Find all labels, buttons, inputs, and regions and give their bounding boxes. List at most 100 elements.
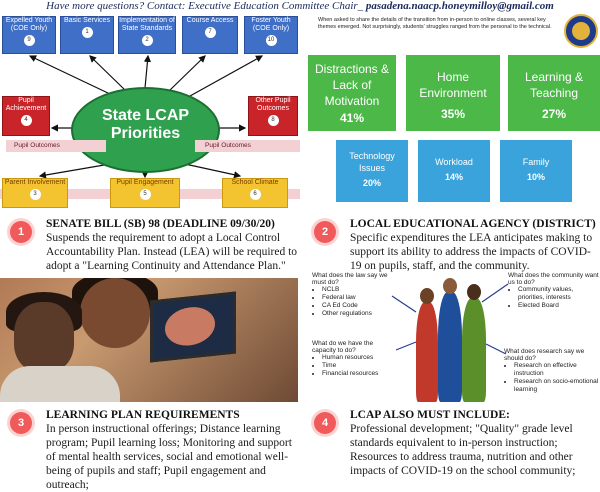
- section-body-learning-plan: In person instructional offerings; Dista…: [46, 423, 292, 491]
- list-item: Research on effective instruction: [514, 362, 600, 378]
- student-figure: [416, 302, 438, 402]
- priority-label: Basic Services: [64, 17, 110, 24]
- priority-label: Pupil Achievement: [5, 97, 47, 112]
- community-list: Community values, priorities, interests …: [508, 286, 600, 310]
- theme-percent: 20%: [362, 178, 381, 188]
- priority-number: 7: [204, 27, 216, 38]
- diagram-arrows: [28, 54, 264, 179]
- theme-label: Home Environment: [419, 70, 487, 100]
- law-list: NCLB Federal law CA Ed Code Other regula…: [312, 286, 402, 318]
- theme-label: Learning & Teaching: [524, 70, 584, 100]
- research-list: Research on effective instruction Resear…: [504, 362, 600, 394]
- student-figure: [438, 292, 462, 402]
- list-item: Time: [322, 362, 396, 370]
- theme-label: Distractions & Lack of Motivation: [314, 62, 390, 108]
- theme-tile-learning-teaching: Learning & Teaching 27%: [508, 55, 600, 131]
- section-number-badge: 3: [10, 412, 32, 434]
- section-title-learning-plan: LEARNING PLAN REQUIREMENTS: [46, 409, 240, 421]
- theme-tile-workload: Workload 14%: [418, 140, 490, 202]
- section-title-lcap-include: LCAP ALSO MUST INCLUDE:: [350, 409, 510, 421]
- theme-label: Technology Issues: [349, 151, 395, 173]
- decision-factors-infographic: What does the law say we must do? NCLB F…: [312, 272, 600, 407]
- section-number-badge: 2: [314, 221, 336, 243]
- priority-number: 8: [267, 115, 279, 126]
- section-body-lcap-include: Professional development; "Quality" grad…: [350, 423, 576, 477]
- priority-number: 9: [23, 35, 35, 46]
- list-item: Human resources: [322, 354, 396, 362]
- theme-label: Family: [522, 157, 550, 167]
- outcome-label: Pupil Outcomes: [205, 142, 251, 149]
- priority-label: Course Access: [186, 17, 234, 24]
- theme-tile-technology: Technology Issues 20%: [336, 140, 408, 202]
- themes-intro: When asked to share the details of the t…: [318, 17, 552, 30]
- contact-header: Have more questions? Contact: Executive …: [0, 0, 600, 14]
- theme-tile-family: Family 10%: [500, 140, 572, 202]
- section-number-badge: 4: [314, 412, 336, 434]
- priority-label: Expelled Youth (COE Only): [5, 17, 53, 32]
- priority-label: Implementation of State Standards: [119, 17, 175, 32]
- priority-number: 6: [249, 189, 261, 200]
- list-item: CA Ed Code: [322, 302, 402, 310]
- naacp-seal-logo: [564, 14, 598, 48]
- capacity-question-block: What do we have the capacity to do? Huma…: [312, 340, 396, 378]
- priority-label: School Climate: [231, 179, 279, 186]
- priority-label: Pupil Engagement: [116, 179, 174, 186]
- priority-box-pupil-engagement: Pupil Engagement 5: [110, 178, 180, 208]
- research-question: What does research say we should do?: [504, 348, 585, 362]
- outcome-label: Pupil Outcomes: [14, 142, 60, 149]
- contact-email[interactable]: pasadena.naacp.honeymilloy@gmail.com: [365, 0, 554, 12]
- section-body-sb98: Suspends the requirement to adopt a Loca…: [46, 232, 298, 272]
- theme-percent: 27%: [541, 107, 567, 121]
- priority-box-parent-involvement: Parent Involvement 3: [2, 178, 68, 208]
- priority-box-expelled-youth: Expelled Youth (COE Only) 9: [2, 16, 56, 54]
- list-item: Community values, priorities, interests: [518, 286, 600, 302]
- list-item: Financial resources: [322, 370, 396, 378]
- capacity-question: What do we have the capacity to do?: [312, 340, 374, 354]
- theme-percent: 35%: [440, 107, 466, 121]
- list-item: Elected Board: [518, 302, 600, 310]
- law-question: What does the law say we must do?: [312, 272, 388, 286]
- priority-label: Parent Involvement: [4, 179, 66, 186]
- priority-label: Foster Youth (COE Only): [251, 17, 291, 32]
- pupil-outcomes-band-left: Pupil Outcomes: [6, 140, 106, 152]
- lcap-priorities-diagram: Expelled Youth (COE Only) 9 Basic Servic…: [0, 14, 300, 210]
- theme-percent: 41%: [339, 111, 365, 125]
- priority-box-pupil-achievement: Pupil Achievement 4: [2, 96, 50, 136]
- priority-box-basic-services: Basic Services 1: [60, 16, 114, 54]
- list-item: Federal law: [322, 294, 402, 302]
- priority-number: 10: [265, 35, 277, 46]
- priority-box-other-outcomes: Other Pupil Outcomes 8: [248, 96, 298, 136]
- center-title-line2: Priorities: [110, 125, 181, 142]
- priority-number: 4: [20, 115, 32, 126]
- center-title-line1: State LCAP: [101, 107, 190, 124]
- lcap-priorities-center: State LCAP Priorities: [71, 87, 220, 173]
- section-title-sb98: SENATE BILL (SB) 98 (DEADLINE 09/30/20): [46, 218, 275, 230]
- community-question: What does the community want us to do?: [508, 272, 599, 286]
- priority-number: 2: [141, 35, 153, 46]
- priority-box-school-climate: School Climate 6: [222, 178, 288, 208]
- theme-tile-distractions: Distractions & Lack of Motivation 41%: [308, 55, 396, 131]
- priority-box-foster-youth: Foster Youth (COE Only) 10: [244, 16, 298, 54]
- list-item: Research on socio-emotional learning: [514, 378, 600, 394]
- student-head: [420, 288, 434, 304]
- priority-box-course-access: Course Access 7: [182, 16, 238, 54]
- list-item: Other regulations: [322, 310, 402, 318]
- priority-number: 1: [81, 27, 93, 38]
- priority-number: 3: [29, 189, 41, 200]
- theme-label: Workload: [435, 157, 473, 167]
- family-laptop-photo: [0, 278, 298, 402]
- priority-number: 5: [139, 189, 151, 200]
- list-item: NCLB: [322, 286, 402, 294]
- research-question-block: What does research say we should do? Res…: [504, 348, 600, 394]
- student-head: [443, 278, 457, 294]
- student-figure: [462, 298, 486, 402]
- theme-tile-home-environment: Home Environment 35%: [406, 55, 500, 131]
- section-title-lea: LOCAL EDUCATIONAL AGENCY (DISTRICT): [350, 218, 596, 230]
- student-head: [467, 284, 481, 300]
- law-question-block: What does the law say we must do? NCLB F…: [312, 272, 402, 318]
- priority-label: Other Pupil Outcomes: [255, 97, 291, 112]
- infographic-arrows: [391, 283, 509, 355]
- priority-box-state-standards: Implementation of State Standards 2: [118, 16, 176, 54]
- theme-percent: 14%: [444, 172, 463, 182]
- community-question-block: What does the community want us to do? C…: [508, 272, 600, 310]
